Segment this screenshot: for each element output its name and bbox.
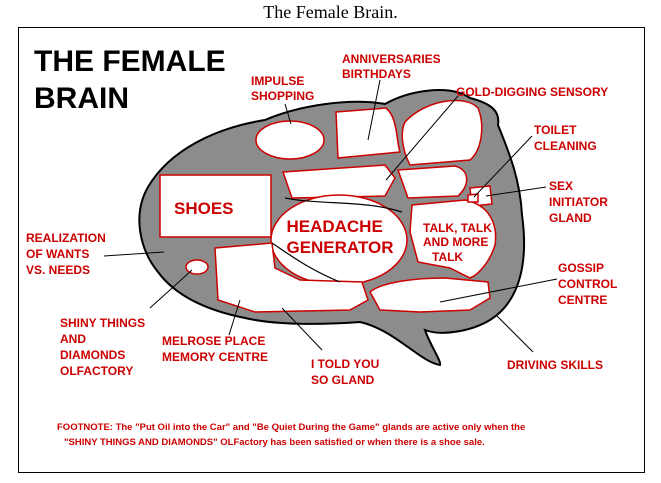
gold-digging-region	[401, 99, 483, 166]
brain-regions	[159, 99, 497, 313]
gold-lower-region	[396, 165, 468, 199]
shoes-region	[159, 174, 272, 238]
cortex-line	[284, 197, 403, 213]
headache-label: HEADACHE GENERATOR	[286, 217, 393, 257]
page-title: The Female Brain.	[263, 2, 398, 22]
gold-digging-label: GOLD-DIGGING SENSORY	[456, 85, 608, 99]
driving-skills-label: DRIVING SKILLS	[507, 358, 603, 372]
leader-told	[281, 307, 323, 351]
heading-line: BRAIN	[34, 82, 129, 115]
leader-gossip	[439, 278, 558, 303]
anniversaries-region	[335, 107, 402, 159]
diagram-frame	[18, 27, 645, 473]
leader-shiny	[149, 269, 193, 309]
leader-impulse	[284, 103, 292, 125]
leader-sex	[485, 186, 547, 197]
sex-gland-label: SEX INITIATOR GLAND	[549, 179, 611, 225]
leader-lines	[103, 79, 558, 353]
talk-region	[409, 199, 497, 279]
shoes-label: SHOES	[174, 199, 234, 218]
leader-driving	[496, 315, 534, 353]
talk-label: TALK, TALK AND MORE TALK	[423, 221, 495, 264]
impulse-shopping-region	[255, 120, 325, 160]
toilet-cleaning-label: TOILET CLEANING	[534, 123, 597, 153]
impulse-label: IMPULSE SHOPPING	[251, 74, 314, 103]
footnote: FOOTNOTE: The "Put Oil into the Car" and…	[57, 422, 528, 448]
told-you-label: I TOLD YOU SO GLAND	[311, 357, 383, 387]
realization-label: REALIZATION OF WANTS VS. NEEDS	[26, 231, 109, 277]
melrose-label: MELROSE PLACE MEMORY CENTRE	[162, 334, 269, 364]
gossip-region	[369, 277, 491, 313]
gossip-label: GOSSIP CONTROL CENTRE	[558, 261, 620, 307]
cortex-line	[271, 242, 341, 283]
leader-melrose	[228, 299, 241, 336]
leader-gold	[385, 95, 459, 181]
shiny-things-label: SHINY THINGS AND DIAMONDS OLFACTORY	[60, 316, 148, 378]
cortex-lines	[271, 197, 403, 283]
leader-realization	[103, 251, 165, 257]
heading-line: THE FEMALE	[34, 45, 226, 78]
melrose-region	[214, 242, 369, 313]
leader-toilet	[473, 135, 533, 198]
toilet-gland-region	[467, 193, 479, 203]
upper-strip-region	[281, 164, 396, 199]
leader-anniversaries	[367, 79, 381, 141]
anniversaries-label: ANNIVERSARIES BIRTHDAYS	[342, 52, 444, 81]
diagram-heading: THE FEMALE BRAIN	[34, 45, 234, 115]
